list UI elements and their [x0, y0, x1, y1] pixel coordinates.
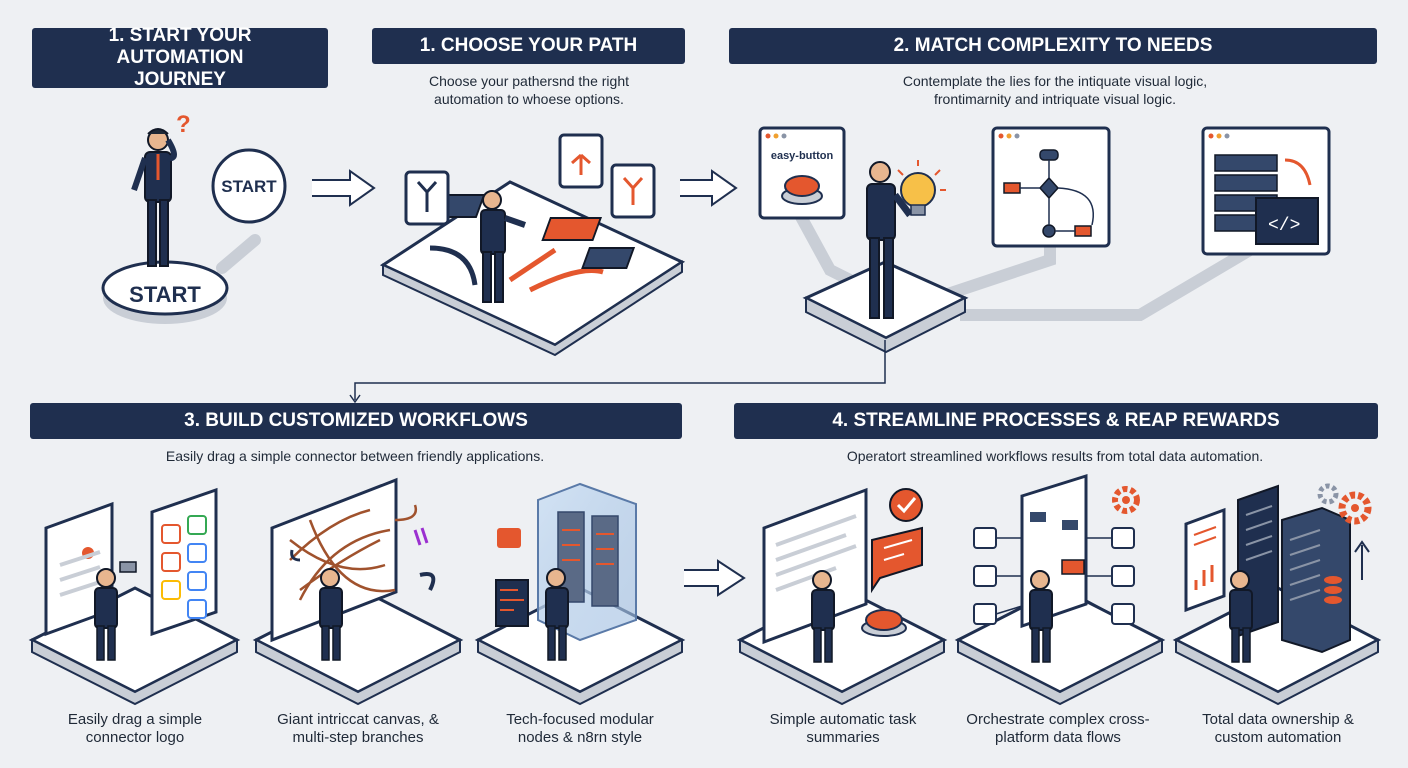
gear-icon: [1317, 483, 1372, 525]
person-thinking: [131, 128, 177, 267]
caption-task-summaries: Simple automatic task summaries: [769, 711, 917, 746]
caption-data-ownership: Total data ownership & custom automation: [1202, 711, 1354, 746]
subtext-streamline: Operatort streamlined workflows results …: [846, 448, 1264, 464]
subtext-build: Easily drag a simple connector between f…: [165, 448, 545, 464]
gear-icon: [1112, 486, 1140, 514]
header-streamline: 4. STREAMLINE PROCESSES & REAP REWARDS: [734, 403, 1378, 439]
split-arrow-icon: [404, 133, 656, 226]
arrow-icon: [684, 559, 746, 597]
scene-task-summaries: [762, 487, 923, 663]
header-match-complexity: 2. MATCH COMPLEXITY TO NEEDS: [729, 28, 1377, 64]
caption-simple-connector: Easily drag a simple connector logo: [67, 711, 203, 746]
subtext-choose-path: Choose your pathersnd the right automati…: [428, 73, 629, 108]
question-icon: ?: [176, 111, 191, 138]
code-icon: </>: [1255, 197, 1319, 245]
scene-orchestrate: [973, 473, 1135, 663]
arrow-icon: [312, 169, 376, 207]
easy-button-label: easy-button: [770, 150, 834, 162]
caption-intricate-canvas: Giant intriccat canvas, & multi-step bra…: [277, 711, 439, 746]
header-build-workflows: 3. BUILD CUSTOMIZED WORKFLOWS: [30, 403, 682, 439]
scene-modular-nodes: [495, 482, 637, 661]
scene-data-ownership: [1184, 484, 1370, 663]
scene-simple-connector: [44, 487, 218, 661]
flowchart-icon: [991, 126, 1111, 248]
caption-orchestrate: Orchestrate complex cross-platform data …: [966, 711, 1150, 746]
header-choose-path: 1. CHOOSE YOUR PATH: [372, 28, 685, 64]
caption-modular-nodes: Tech-focused modular nodes & n8rn style: [506, 711, 654, 746]
scene-intricate-canvas: [270, 477, 436, 661]
easy-button-window: [758, 126, 846, 220]
arrow-icon: [680, 169, 738, 207]
person-lightbulb: [866, 161, 913, 319]
checkmark-badge-icon: [889, 488, 923, 522]
subtext-match: Contemplate the lies for the intiquate v…: [902, 73, 1208, 108]
svg-text:</>: </>: [1268, 216, 1300, 236]
start-bubble-label: START: [221, 177, 277, 196]
start-platform-label: START: [129, 282, 201, 307]
workflow-platforms: [28, 586, 1382, 706]
lightbulb-icon: [897, 160, 946, 216]
path-platform: [379, 180, 686, 357]
person-choosing: [480, 190, 526, 303]
header-start-journey: 1. START YOUR AUTOMATION JOURNEY: [32, 25, 328, 90]
start-bubble: [211, 148, 287, 224]
